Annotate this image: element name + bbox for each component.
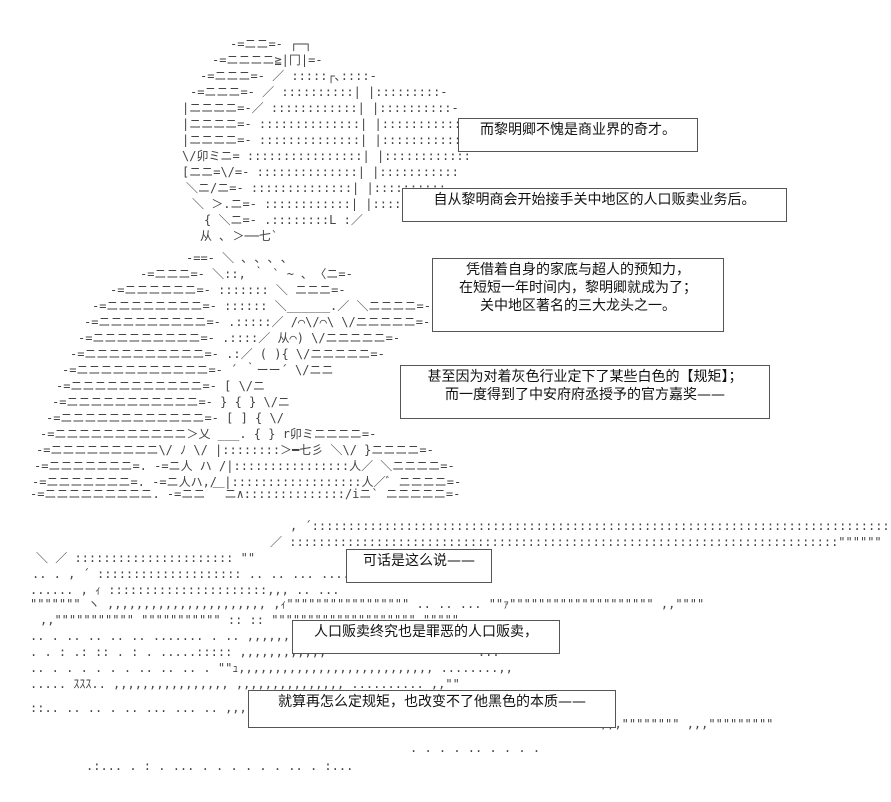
caption-3-line-3: 关中地区著名的三大龙头之一。 (480, 298, 676, 314)
svg-text:-=ニニニニニニニニニニニ=- ´ ｀ーー´: -=ニニニニニニニニニニニ=- ´ ｀ーー´ \/ニニ (62, 361, 333, 377)
svg-text:-=ニニニニニニニニニニニ=- [: -=ニニニニニニニニニニニ=- [ \/ニ (56, 379, 265, 393)
caption-box-3: 凭借着自身的家底与超人的预知力， 在短短一年时间内，黎明卿就成为了； 关中地区著… (432, 258, 724, 332)
svg-text:""""""" ヽ ,,,,,,,,,,,,,,,,,,: """"""" ヽ ,,,,,,,,,,,,,,,,,,,,,, ,ｨ"""""… (30, 597, 704, 611)
svg-text:-=ニニニニニニニニニ. -=ニニ ￣ニ∧:::::::::: -=ニニニニニニニニニ. -=ニニ ￣ニ∧::::::::::::::/iニ` … (30, 487, 460, 501)
svg-text:-=ニニニニニニニニニ=- .:::::／ /⌒\/⌒\: -=ニニニニニニニニニ=- .:::::／ /⌒\/⌒\ \/ニニニニニ=- (84, 315, 430, 329)
caption-box-2: 自从黎明商会开始接手关中地区的人口贩卖业务后。 (402, 188, 787, 222)
svg-text:／ ::::::::::::::::::::::::::::: ／ ::::::::::::::::::::::::::::::::::::::… (270, 535, 882, 549)
caption-4-line-2: 而一度得到了中安府府丞授予的官方嘉奖—— (445, 387, 725, 403)
svg-text:,,,"""""""" ,,,""""""""": ,,,"""""""" ,,,""""""""" (600, 717, 773, 731)
svg-text:＼ ／ :::::::::::::: ＼ ／ :::::::::::::::::::::: "" (36, 551, 255, 565)
svg-text:-=ニニニニニニニニニ\/ ﾉ \/ |::::::::＞━: -=ニニニニニニニニニ\/ ﾉ \/ |::::::::＞━七彡 ＼\/ }ニニ… (36, 443, 434, 457)
caption-1-text: 而黎明卿不愧是商业界的奇才。 (480, 122, 676, 138)
caption-6-text: 人口贩卖终究也是罪恶的人口贩卖， (314, 624, 538, 640)
svg-text:＼ニ/ニ=- ::::::::::::::| |::::::: ＼ニ/ニ=- ::::::::::::::| |:::::::::: (186, 181, 446, 195)
svg-text:|ニニニニ=- ::::::::::::::| |:::::: |ニニニニ=- ::::::::::::::| |::::::::::::- (182, 117, 476, 131)
svg-text:-=ニニニ=- ＼::, ｀ ` ~ ､ 〈ニ=: -=ニニニ=- ＼::, ｀ ` ~ ､ 〈ニ=- (140, 265, 353, 281)
svg-text:|ニニニニ=- ::::::::::::::| |:::::: |ニニニニ=- ::::::::::::::| |:::::::::::::- (182, 133, 483, 147)
caption-4-line-1: 甚至因为对着灰色行业定下了某些白色的【规矩】； (427, 369, 743, 385)
svg-text:-=ニニニニニニニニ=- :::::: ＼______.／: -=ニニニニニニニニ=- :::::: ＼______.／ ＼ニニニニ=- (92, 299, 431, 313)
caption-5-text: 可话是这么说—— (363, 553, 475, 569)
svg-text:...... , ｨ :::::::::::: ...... , ｨ ::::::::::::::::::::::,,, .. … (30, 583, 339, 597)
svg-text:-=ニニニニニニニ=. -=ニ人ハ,/ |:::::::::: -=ニニニニニニニ=. -=ニ人ハ,/ |::::::::::::::::::人… (32, 475, 461, 489)
caption-7-text: 就算再怎么定规矩，也改变不了他黑色的本质—— (278, 694, 586, 710)
caption-box-4: 甚至因为对着灰色行业定下了某些白色的【规矩】； 而一度得到了中安府府丞授予的官方… (400, 365, 770, 419)
svg-text:-=ニニニニ≧|冂|=-: -=ニニニニ≧|冂|=- (212, 53, 323, 67)
svg-text:{ ＼ニ=- .::::::::L :／: { ＼ニ=- .::::::::L :／ (204, 213, 363, 227)
svg-text:-=ニニニニニニニニニニニ＞乂 ___. { }: -=ニニニニニニニニニニニ＞乂 ___. { } r卯ミニニニニ=- (40, 427, 376, 441)
caption-box-5: 可话是这么说—— (346, 549, 492, 583)
svg-text:-=ニニニニニニニニニニニニ=- [ ] {: -=ニニニニニニニニニニニニ=- [ ] { \/ (46, 411, 284, 425)
svg-text:-=ニニニ=- ／ ::::::::::| |:::::::: -=ニニニ=- ／ ::::::::::| |:::::::::- (190, 85, 448, 99)
svg-text:-=ニニニニニニニニニニニ=- } { }: -=ニニニニニニニニニニニ=- } { } \/ニ (52, 395, 290, 409)
svg-text:..... ｽｽｽ.. ,,,,,,,,,,,,,,,: ..... ｽｽｽ.. ,,,,,,,,,,,,,,,, ,,,,,,,,,,,… (30, 677, 460, 691)
svg-text:-=ニニ=- ┌─┐: -=ニニ=- ┌─┐ (230, 37, 312, 51)
svg-text:＼ ＞.ニ=- ::::::::::::| |:::::::: ＼ ＞.ニ=- ::::::::::::| |::::::::´ (192, 197, 438, 211)
svg-text:从 ､ ＞──七`: 从 ､ ＞──七` (200, 229, 278, 243)
svg-text:[ニニ=\/=- ::::::::::::::| |::::: [ニニ=\/=- ::::::::::::::| |::::::::::: (182, 165, 459, 179)
svg-text:-=ニニニニニニ=- ::::::: ＼: -=ニニニニニニ=- ::::::: ＼ ニニニ=- (110, 283, 346, 297)
svg-text:|ニニニニ=-／ ::::::::::::| |::::::: |ニニニニ=-／ ::::::::::::| |::::::::::- (182, 101, 459, 115)
figure-hair: -=ニニ=- ┌─┐ -=ニニニニ≧|冂|=- -=ニニニ=- ／ :::::┌… (182, 37, 483, 243)
caption-2-text: 自从黎明商会开始接手关中地区的人口贩卖业务后。 (433, 192, 756, 208)
caption-box-1: 而黎明卿不愧是商业界的奇才。 (458, 118, 698, 152)
svg-text:.. . . . . . . .. .. ..: .. . . . . . . .. .. .. . ""ｭ,,,,,,,,,,,… (30, 661, 513, 675)
svg-text:-=ニニニニニニニニニニ=- .:／ ( ){: -=ニニニニニニニニニニ=- .:／ ( ){ \/ニニニニニ=- (70, 347, 385, 361)
svg-text:-==- ＼ ､ ､ ､ ､: -==- ＼ ､ ､ ､ ､ (186, 251, 287, 265)
svg-text:-=ニニニ=- ／ :::::┌､::::-: -=ニニニ=- ／ :::::┌､::::- (200, 69, 377, 83)
svg-text:\/卯ミニ= ::::::::::::::::| |::::: \/卯ミニ= ::::::::::::::::| |:::::::::::: (182, 149, 471, 163)
svg-text:-=ニニニニニニニ=. -=ニ人 ハ /|:::::::::: -=ニニニニニニニ=. -=ニ人 ハ /|::::::::::::::::人／ … (34, 459, 455, 473)
svg-text:.:... . : . ... .: .:... . : . ... . . . . . . .. . :... (86, 759, 353, 773)
svg-text:.. . , ´ :::::::::::::: .. . , ´ :::::::::::::::::::: .. .. ... … (32, 567, 415, 581)
svg-text:. . . . .. . . . .: . . . . .. . . . . (410, 741, 540, 755)
caption-box-7: 就算再怎么定规矩，也改变不了他黑色的本质—— (248, 690, 616, 728)
caption-3-line-2: 在短短一年时间内，黎明卿就成为了； (459, 280, 697, 296)
figure-body: -==- ＼ ､ ､ ､ ､ -=ニニニ=- ＼::, ｀ ` ~ ､ 〈ニ=-… (30, 251, 461, 501)
caption-box-6: 人口贩卖终究也是罪恶的人口贩卖， (292, 620, 560, 654)
caption-3-line-1: 凭借着自身的家底与超人的预知力， (466, 262, 690, 278)
svg-text:-=ニニニニニニニニニ=- .::::／ 从⌒) \/: -=ニニニニニニニニニ=- .::::／ 从⌒) \/ニニニニニ=- (78, 331, 400, 345)
svg-text:, ´:::::::::::::::::::::::::::: , ´:::::::::::::::::::::::::::::::::::::… (290, 517, 891, 533)
